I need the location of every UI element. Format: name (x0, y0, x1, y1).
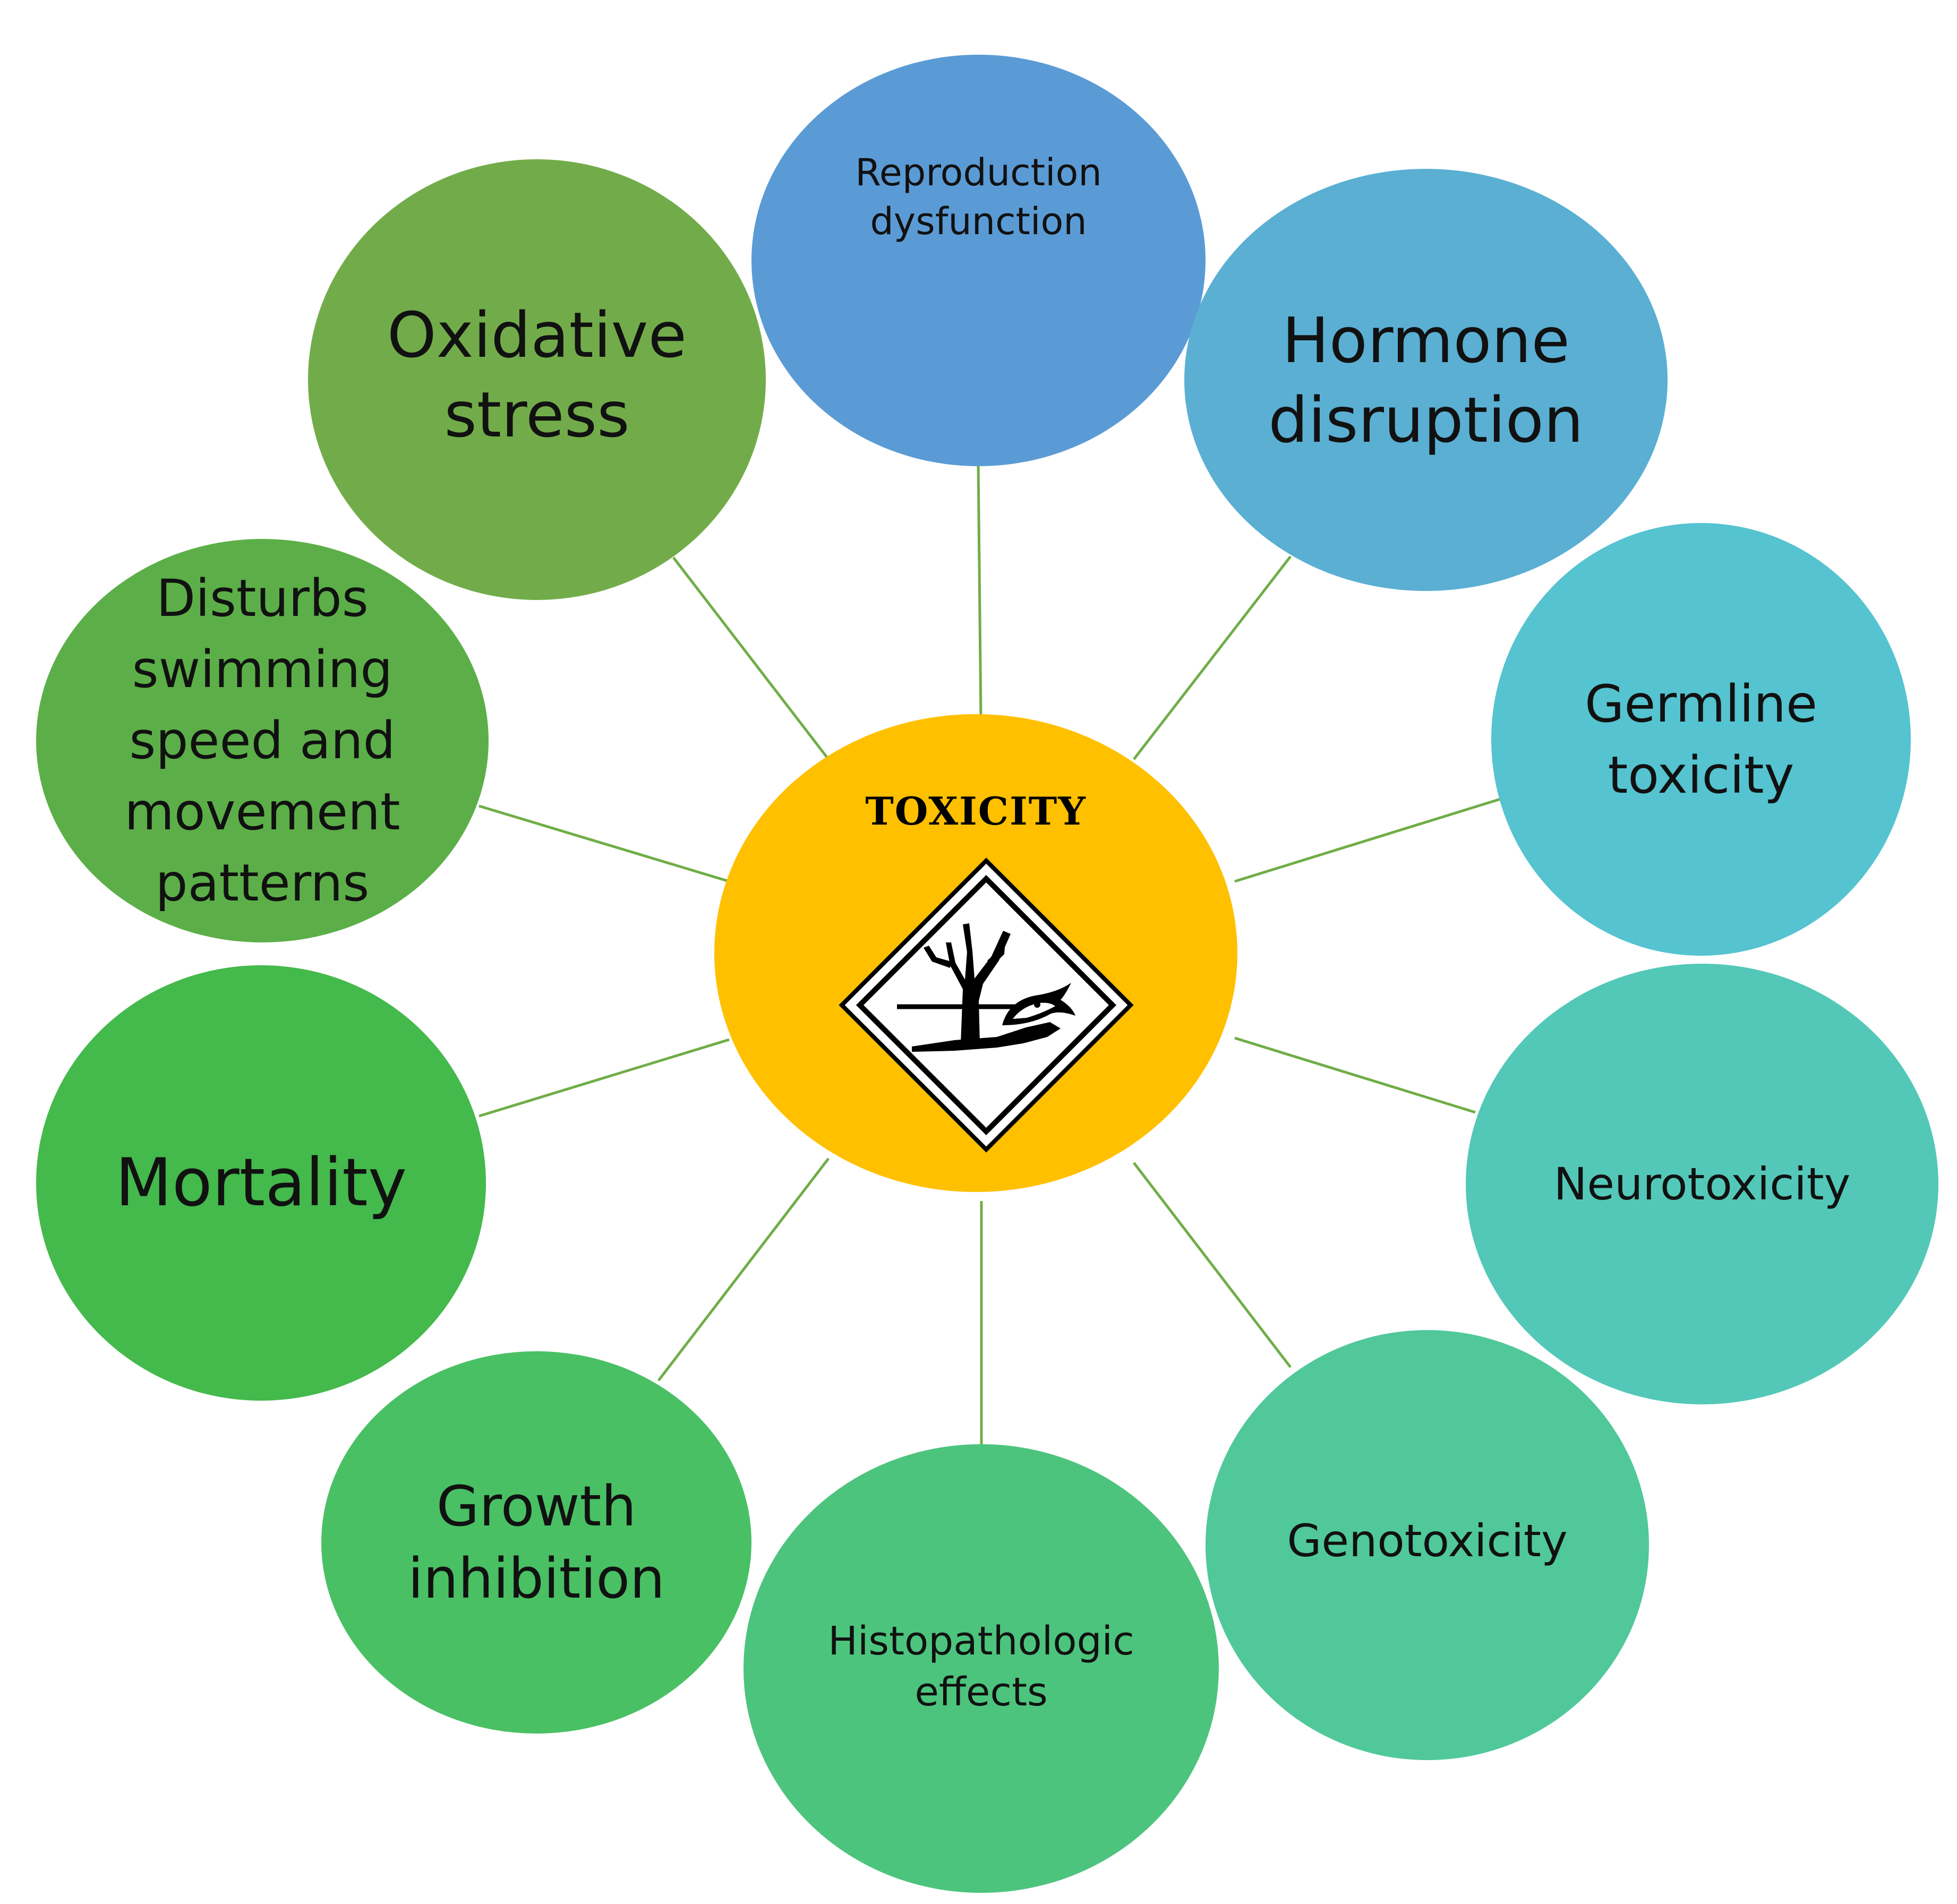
connector-line-genotoxicity (1133, 1162, 1292, 1368)
node-label: Germline toxicity (1585, 674, 1817, 805)
node-mortality: Mortality (36, 965, 486, 1401)
node-label: Neurotoxicity (1553, 1158, 1851, 1210)
node-reproduction-dysfunction: Reproduction dysfunction (751, 55, 1206, 466)
node-label: Oxidative stress (387, 298, 687, 451)
connector-line-hormone-disruption (1133, 555, 1292, 760)
node-neurotoxicity: Neurotoxicity (1466, 964, 1938, 1404)
node-label: Hormone disruption (1268, 303, 1584, 457)
connector-line-neurotoxicity (1234, 1036, 1476, 1114)
environment-hazard-diamond-icon (839, 857, 1134, 1153)
node-hormone-disruption: Hormone disruption (1184, 169, 1668, 591)
node-oxidative-stress: Oxidative stress (308, 159, 766, 600)
node-growth-inhibition: Growth inhibition (321, 1351, 751, 1734)
node-label: Genotoxicity (1287, 1515, 1568, 1567)
center-node-toxicity: TOXICITY (714, 714, 1237, 1192)
node-label: Histopathologic effects (828, 1618, 1134, 1715)
node-germline-toxicity: Germline toxicity (1491, 523, 1911, 956)
node-histopathologic-effects: Histopathologic effects (744, 1444, 1219, 1893)
node-label: Disturbs swimming speed and movement pat… (124, 569, 400, 913)
node-label: Growth inhibition (408, 1474, 665, 1611)
connector-line-mortality (478, 1038, 730, 1118)
node-disturbs-swimming-speed: Disturbs swimming speed and movement pat… (36, 539, 489, 942)
connector-line-disturbs-swimming (478, 804, 730, 883)
node-label: Reproduction dysfunction (855, 150, 1102, 243)
center-title: TOXICITY (865, 788, 1087, 834)
connector-line-oxidative-stress (672, 556, 830, 760)
node-genotoxicity: Genotoxicity (1206, 1330, 1649, 1760)
connector-line-reproduction-dysfunction (977, 464, 982, 717)
connector-line-growth-inhibition (657, 1157, 830, 1382)
connector-line-germline-toxicity (1234, 797, 1501, 883)
node-label: Mortality (115, 1145, 407, 1221)
